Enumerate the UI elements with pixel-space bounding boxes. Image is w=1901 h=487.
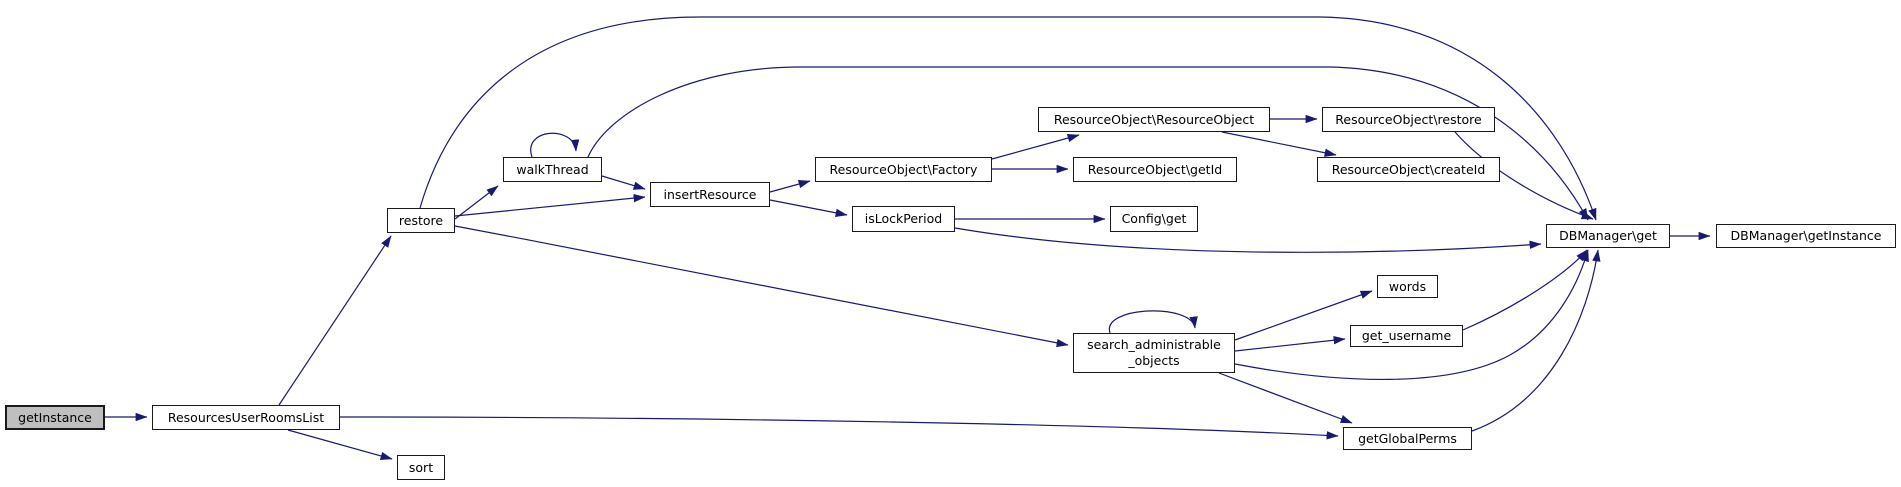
- edge-restore-to-search_administrable_objects: [454, 225, 1069, 348]
- node-ResourceObjectFactory[interactable]: ResourceObject\Factory: [815, 157, 992, 182]
- edge-ResourcesUserRoomsList-to-sort: [287, 429, 393, 460]
- node-DBManagerGetInstance[interactable]: DBManager\getInstance: [1716, 224, 1896, 248]
- edge-ResourcesUserRoomsList-to-getGlobalPerms: [339, 416, 1339, 440]
- node-insertResource[interactable]: insertResource: [650, 182, 770, 207]
- node-walkThread[interactable]: walkThread: [503, 157, 602, 182]
- edge-insertResource-to-ResourceObjectFactory: [769, 179, 811, 193]
- edge-restore-to-insertResource: [454, 193, 646, 217]
- node-ResourceObjectCreateId[interactable]: ResourceObject\createId: [1317, 157, 1500, 182]
- node-DBManagerGet[interactable]: DBManager\get: [1546, 224, 1670, 248]
- node-get_username[interactable]: get_username: [1350, 325, 1463, 347]
- edge-walkThread-to-insertResource: [601, 175, 646, 190]
- node-getInstance[interactable]: getInstance: [5, 405, 105, 430]
- node-ResourceObjectGetId[interactable]: ResourceObject\getId: [1073, 157, 1237, 182]
- edge-search_administrable_objects-to-getGlobalPerms: [1218, 372, 1353, 424]
- node-isLockPeriod[interactable]: isLockPeriod: [852, 206, 955, 232]
- edge-ResourceObjectRestore-to-DBManagerGet: [1454, 131, 1594, 220]
- node-restore[interactable]: restore: [387, 208, 455, 233]
- node-ConfigGet[interactable]: Config\get: [1110, 206, 1198, 232]
- node-ResourceObjectRestore[interactable]: ResourceObject\restore: [1322, 107, 1495, 132]
- node-sort[interactable]: sort: [397, 455, 445, 480]
- edge-ResourceObjectResourceObject-to-ResourceObjectCreateId: [1221, 131, 1337, 157]
- node-search_administrable_objects[interactable]: search_administrable _objects: [1073, 333, 1235, 373]
- edge-isLockPeriod-to-DBManagerGet: [954, 227, 1542, 253]
- edge-get_username-to-DBManagerGet: [1462, 249, 1588, 331]
- node-ResourceObjectResourceObject[interactable]: ResourceObject\ResourceObject: [1038, 107, 1270, 132]
- edge-search_administrable_objects-to-DBManagerGet: [1234, 249, 1589, 381]
- edge-search_administrable_objects-to-words: [1234, 290, 1373, 341]
- edge-restore-to-walkThread: [454, 185, 499, 220]
- node-getGlobalPerms[interactable]: getGlobalPerms: [1343, 427, 1472, 450]
- node-ResourcesUserRoomsList[interactable]: ResourcesUserRoomsList: [152, 405, 340, 430]
- edge-getGlobalPerms-to-DBManagerGet: [1471, 249, 1601, 432]
- edge-ResourcesUserRoomsList-to-restore: [278, 235, 392, 406]
- self-loop-walkThread-to-walkThread: [530, 132, 580, 158]
- edge-ResourceObjectFactory-to-ResourceObjectResourceObject: [991, 133, 1080, 160]
- node-words[interactable]: words: [1377, 275, 1438, 298]
- self-loop-search_administrable_objects-to-search_administrable_objects: [1109, 310, 1198, 334]
- edge-insertResource-to-isLockPeriod: [769, 199, 848, 217]
- edge-restore-to-DBManagerGet: [419, 16, 1597, 221]
- edge-walkThread-to-DBManagerGet: [587, 66, 1589, 221]
- edge-search_administrable_objects-to-get_username: [1234, 336, 1346, 352]
